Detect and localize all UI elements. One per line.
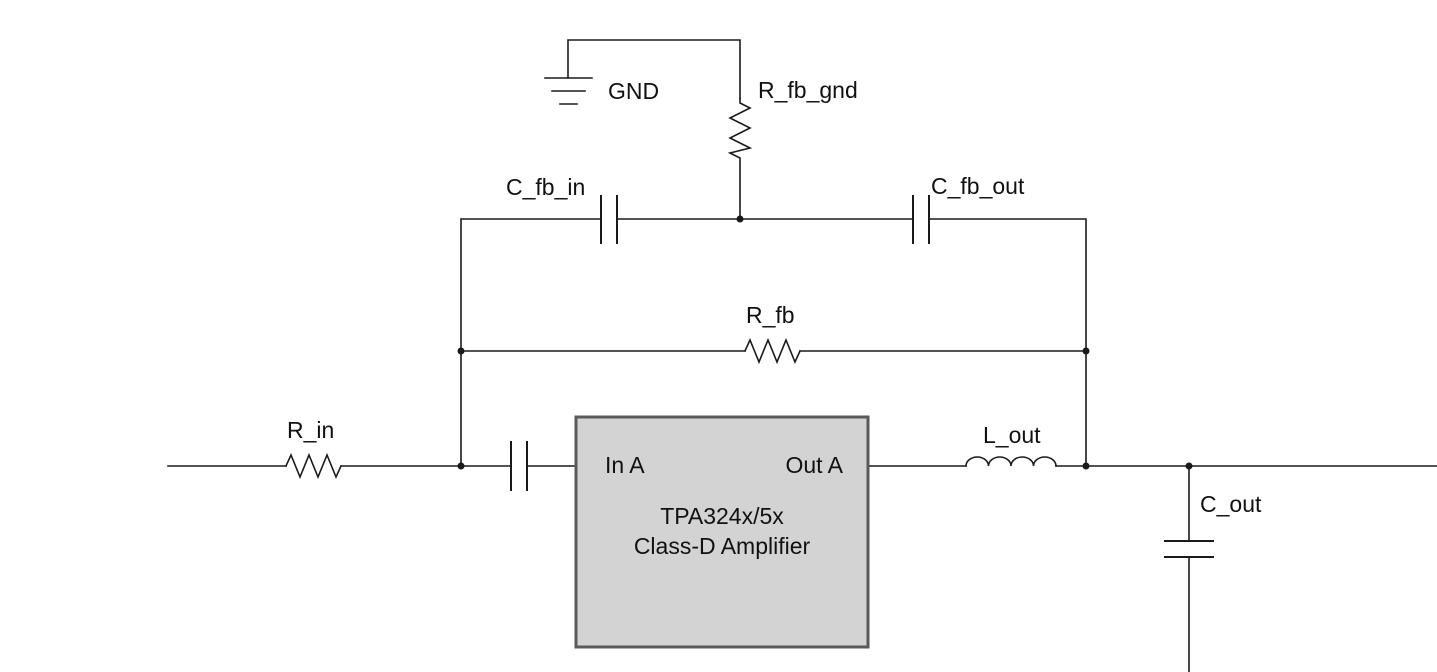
junction-dot: [1082, 462, 1090, 470]
junction-dot: [457, 462, 465, 470]
ground-label: GND: [608, 78, 659, 104]
c-fb-in-label: C_fb_in: [506, 174, 585, 200]
amp-title-line2: Class-D Amplifier: [634, 533, 811, 559]
wire-left-feedback: [460, 218, 602, 467]
capacitor-icon: [912, 195, 930, 244]
wire-gnd-loop: [567, 39, 741, 99]
r-in-label: R_in: [287, 417, 334, 443]
c-fb-out-label: C_fb_out: [931, 173, 1025, 199]
capacitor-icon: [510, 441, 528, 491]
l-out-label: L_out: [983, 422, 1041, 448]
r-fb-label: R_fb: [746, 302, 795, 328]
amp-title-line1: TPA324x/5x: [660, 503, 784, 529]
ground-icon: [544, 77, 593, 105]
r-fb-gnd-resistor: R_fb_gnd: [727, 77, 858, 220]
r-fb-row: R_fb: [457, 302, 1090, 365]
inductor-icon: [965, 456, 1057, 467]
amp-output-pin-label: Out A: [785, 452, 843, 478]
wire-right-feedback: [928, 218, 1087, 467]
main-signal-row: R_in L_out: [167, 417, 1437, 491]
capacitor-icon: [1164, 540, 1214, 558]
amp-input-pin-label: In A: [605, 452, 645, 478]
r-fb-gnd-label: R_fb_gnd: [758, 77, 858, 103]
resistor-icon: [284, 452, 343, 480]
junction-dot: [457, 347, 465, 355]
resistor-icon: [727, 97, 753, 220]
c-out-label: C_out: [1200, 491, 1262, 517]
junction-dot: [1082, 347, 1090, 355]
capacitor-icon: [600, 195, 618, 244]
c-out-branch: C_out: [1164, 465, 1262, 672]
amplifier-body: [574, 415, 870, 649]
resistor-icon: [743, 337, 802, 365]
junction-dot: [736, 215, 744, 223]
ground-branch: GND: [544, 39, 741, 105]
amplifier-block: In A Out A TPA324x/5x Class-D Amplifier: [574, 415, 870, 649]
feedback-cap-row: C_fb_in C_fb_out: [460, 173, 1087, 467]
